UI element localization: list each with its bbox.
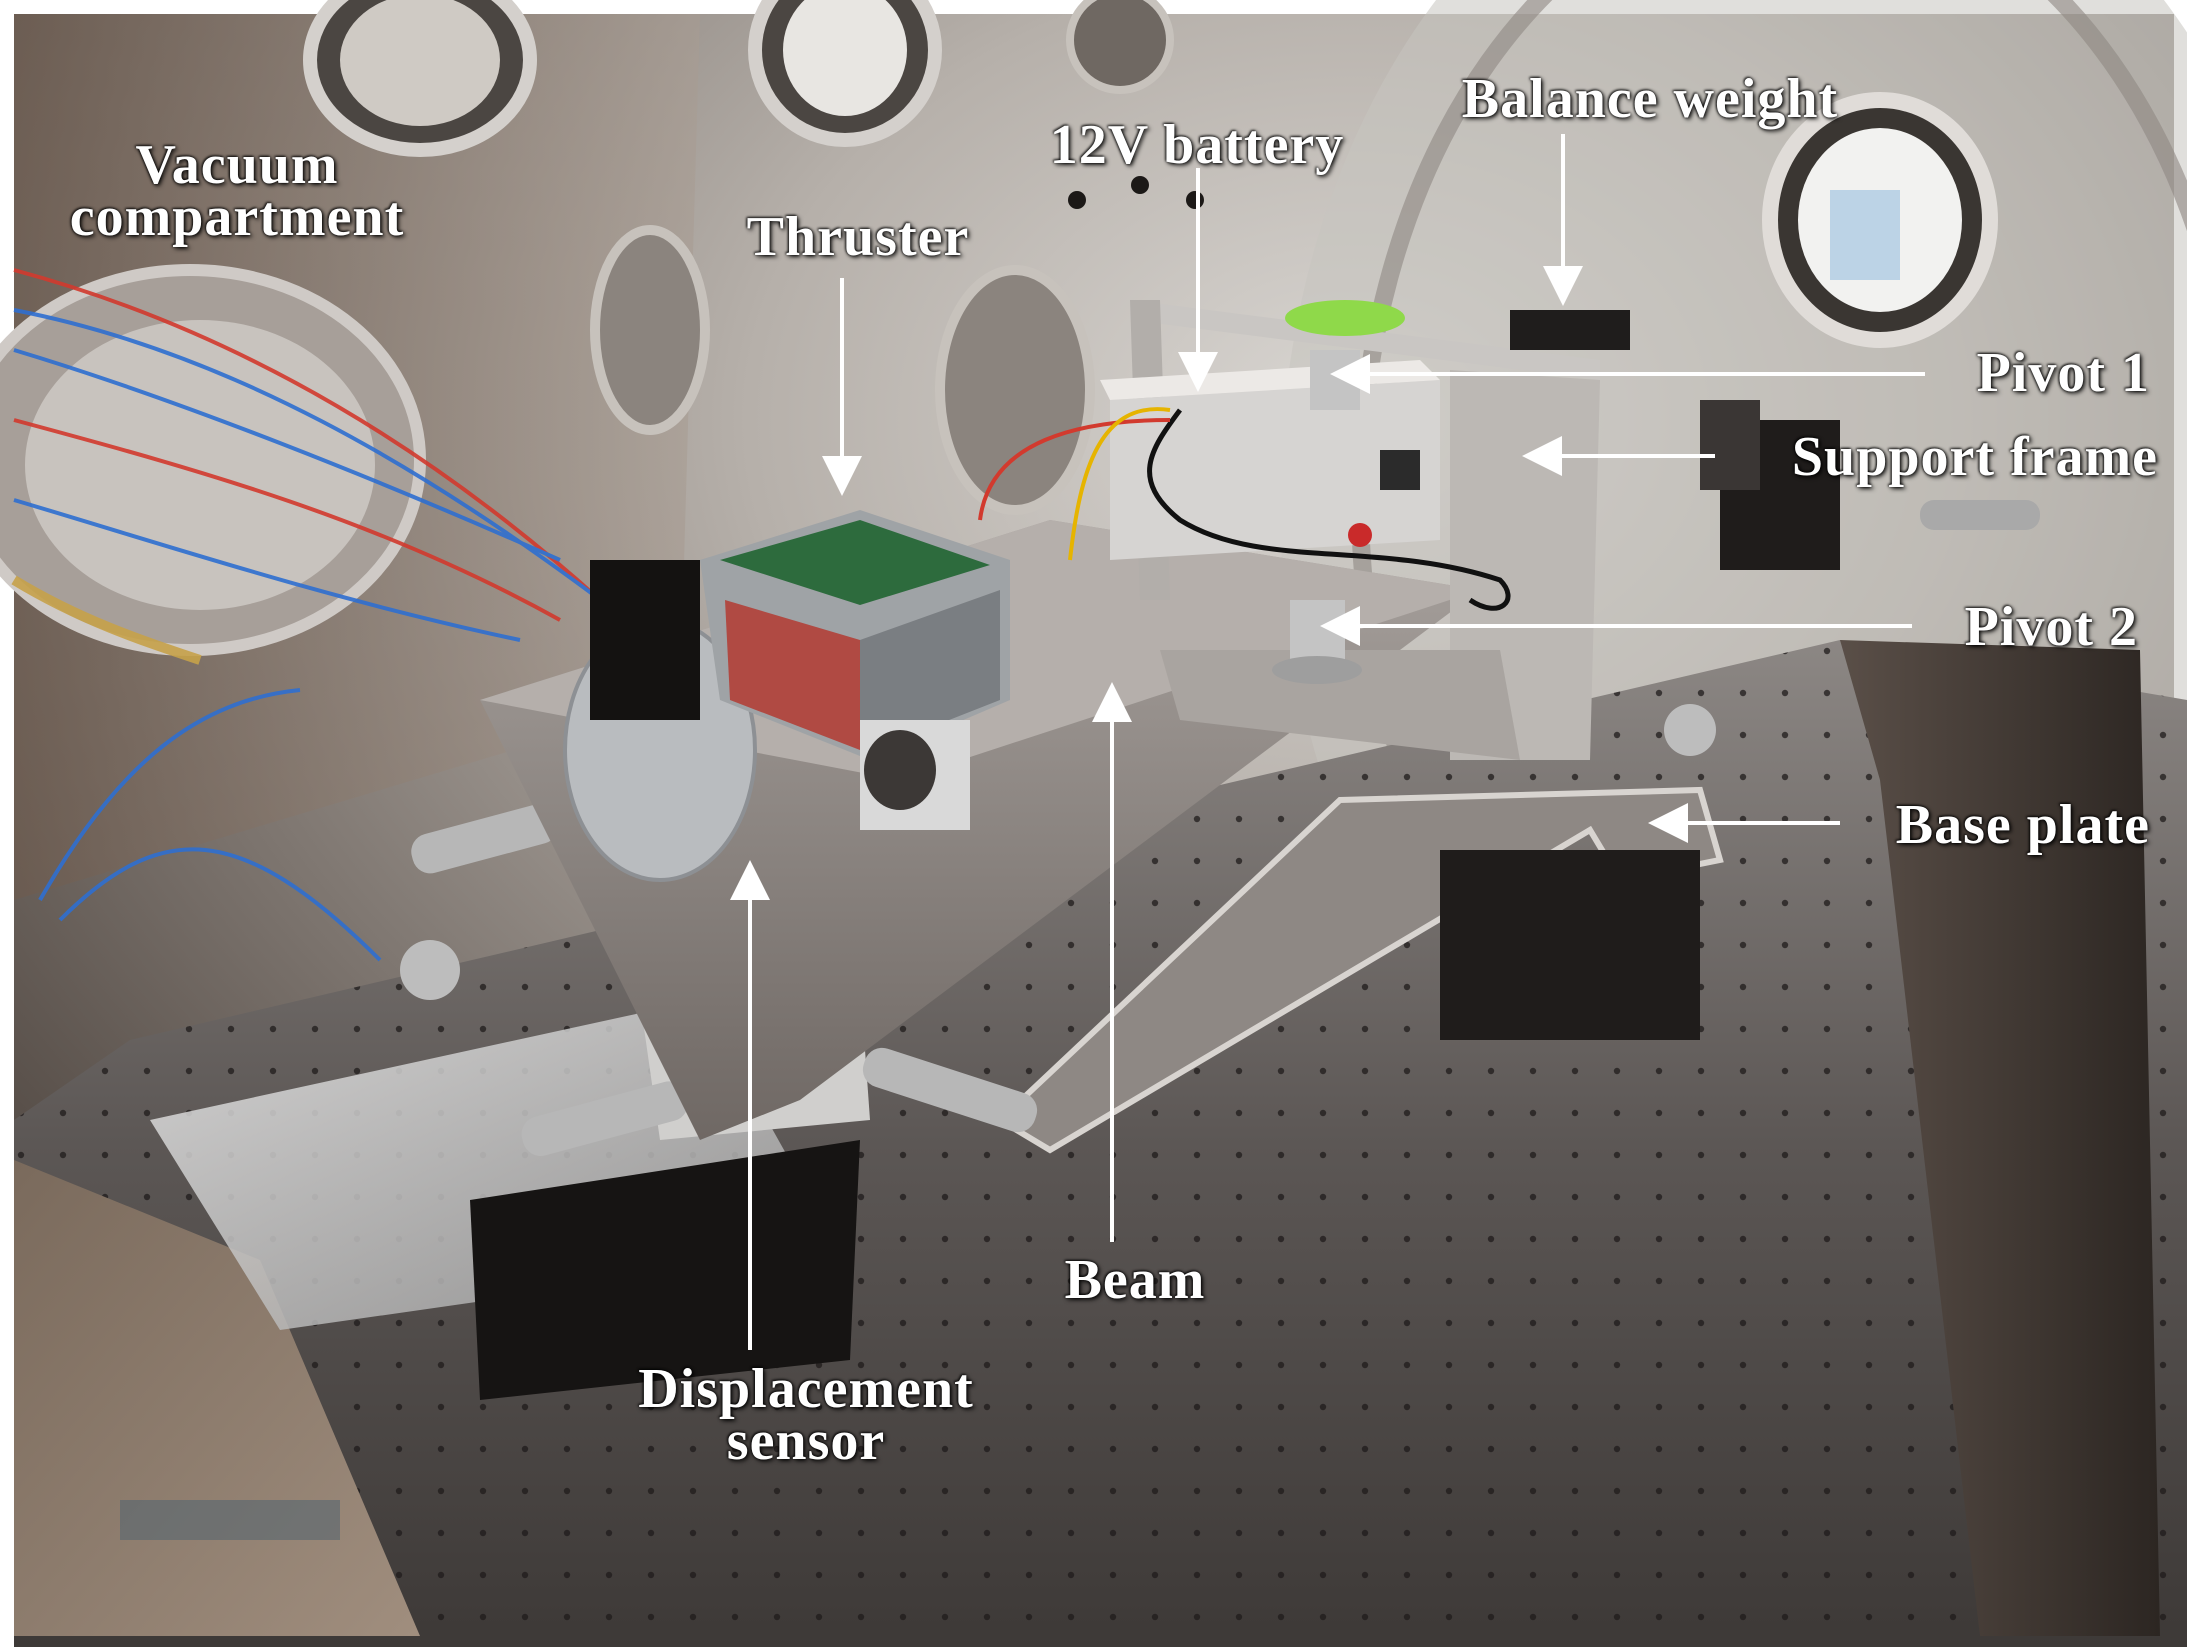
label-support-frame: Support frame xyxy=(1791,426,2158,488)
label-pivot-1: Pivot 1 xyxy=(1976,342,2150,404)
label-pivot-2: Pivot 2 xyxy=(1964,596,2138,658)
label-displacement-sensor-line1: Displacement xyxy=(638,1358,974,1420)
label-beam: Beam xyxy=(1064,1249,1206,1311)
label-12v-battery: 12V battery xyxy=(1049,114,1345,176)
label-balance-weight: Balance weight xyxy=(1461,68,1839,130)
label-vacuum-compartment-line1: Vacuum xyxy=(135,134,339,196)
label-base-plate: Base plate xyxy=(1895,794,2150,856)
label-displacement-sensor-line2: sensor xyxy=(726,1410,886,1472)
label-vacuum-compartment-line2: compartment xyxy=(69,186,405,248)
label-thruster: Thruster xyxy=(746,206,970,268)
